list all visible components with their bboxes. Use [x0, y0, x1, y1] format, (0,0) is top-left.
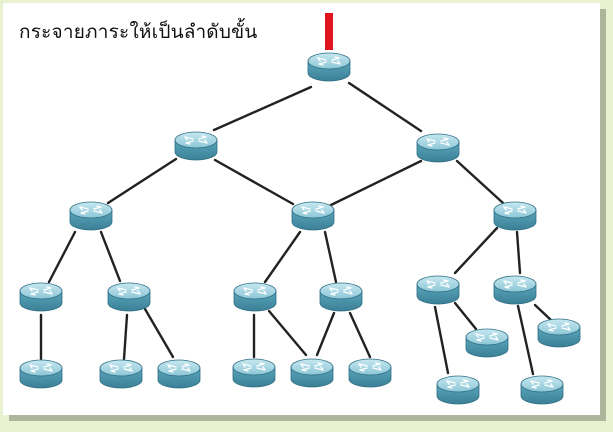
- router-icon: [19, 282, 63, 312]
- links-layer: [39, 81, 554, 376]
- router-icon: [69, 201, 113, 231]
- router-icon: [319, 282, 363, 312]
- router-icon: [493, 275, 537, 305]
- link-r10-r18: [433, 305, 450, 375]
- uplink-marker: [325, 13, 333, 50]
- router-icon: [107, 282, 151, 312]
- link-r7-r14: [143, 307, 175, 359]
- router-icon: [416, 133, 460, 163]
- link-r4-r9: [323, 230, 338, 284]
- router-icon: [233, 282, 277, 312]
- link-r3-r6: [47, 230, 77, 284]
- link-r11-r20: [516, 304, 535, 376]
- link-r11-r21: [533, 303, 554, 323]
- router-icon: [465, 328, 509, 358]
- link-r0-r2: [347, 81, 423, 133]
- router-icon: [348, 358, 392, 388]
- link-r3-r7: [99, 230, 122, 283]
- link-r8-r16: [267, 309, 308, 357]
- router-icon: [232, 358, 276, 388]
- router-icon: [174, 131, 218, 161]
- network-diagram: [19, 13, 581, 405]
- router-icon: [290, 358, 334, 388]
- link-r5-r10: [453, 226, 499, 275]
- link-r1-r4: [213, 158, 295, 206]
- router-icon: [19, 359, 63, 389]
- link-r5-r11: [515, 230, 522, 275]
- link-r7-r13: [122, 313, 129, 361]
- router-icon: [520, 375, 564, 405]
- link-r1-r3: [106, 157, 178, 205]
- nodes-layer: [19, 52, 581, 405]
- link-r2-r5: [455, 159, 505, 205]
- router-icon: [291, 201, 335, 231]
- router-icon: [537, 318, 581, 348]
- link-r4-r8: [263, 230, 302, 284]
- router-icon: [99, 359, 143, 389]
- link-r9-r16: [315, 311, 336, 357]
- router-icon: [493, 201, 537, 231]
- router-icon: [416, 275, 460, 305]
- link-r2-r4: [329, 159, 423, 207]
- router-icon: [307, 52, 351, 82]
- router-icon: [436, 375, 480, 405]
- link-r0-r1: [212, 85, 313, 132]
- router-icon: [157, 359, 201, 389]
- link-r9-r17: [348, 311, 372, 359]
- slide-title: กระจายภาระให้เป็นลำดับขั้น: [19, 21, 258, 43]
- slide-panel: กระจายภาระให้เป็นลำดับขั้น: [3, 3, 600, 415]
- link-r10-r19: [453, 301, 478, 331]
